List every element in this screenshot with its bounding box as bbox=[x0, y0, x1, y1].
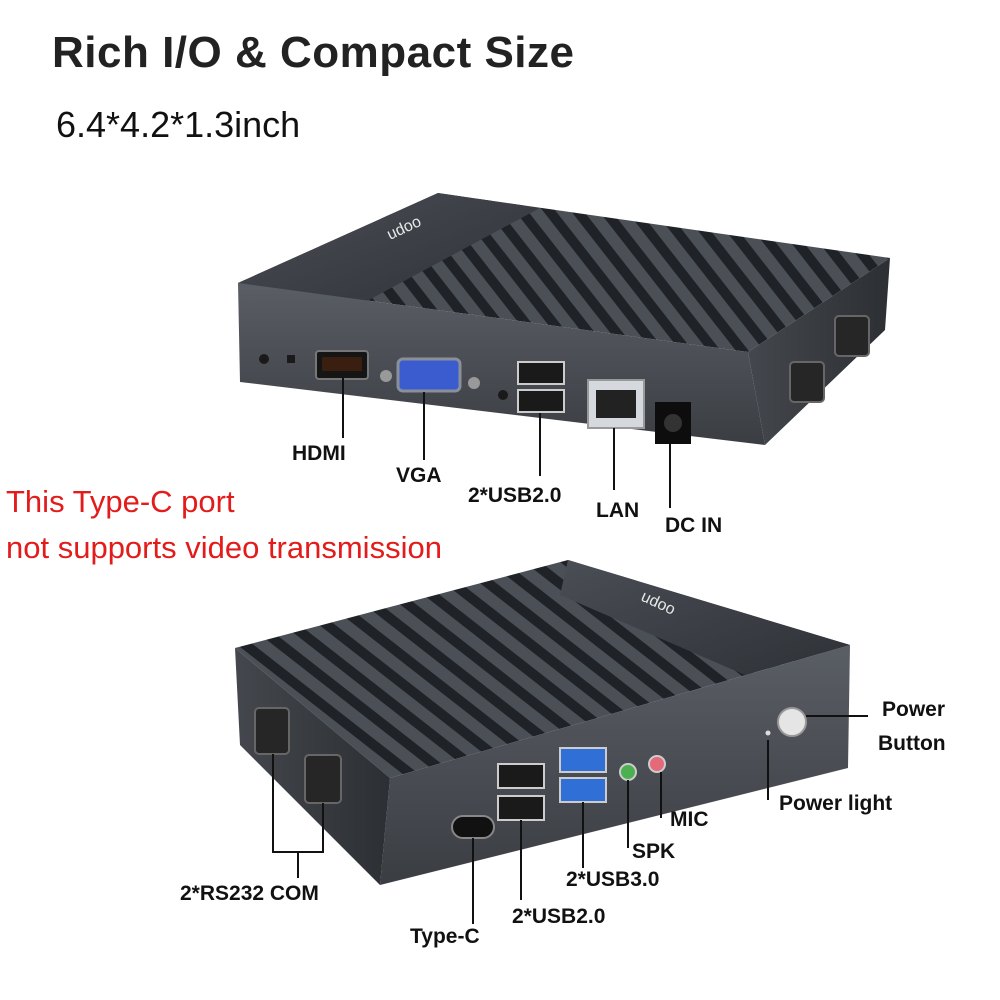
usb2-front-top-icon bbox=[497, 763, 545, 789]
label-usb3: 2*USB3.0 bbox=[566, 868, 660, 891]
dimensions-text: 6.4*4.2*1.3inch bbox=[56, 104, 301, 145]
usb3-top-icon bbox=[559, 747, 607, 773]
front-view-device: udoo bbox=[235, 560, 850, 885]
rear-leader-lines bbox=[342, 378, 671, 508]
rear-device-logo-plate bbox=[238, 193, 540, 310]
label-mic: MIC bbox=[670, 808, 709, 831]
reset-hole-icon bbox=[287, 355, 295, 363]
com-port-side-1-icon bbox=[789, 361, 825, 403]
audio-jack-icon bbox=[259, 354, 269, 364]
label-power-light: Power light bbox=[779, 792, 893, 815]
usb2-port-top-icon bbox=[517, 361, 565, 385]
label-vga: VGA bbox=[396, 464, 442, 487]
label-type-c: Type-C bbox=[410, 925, 480, 948]
front-leader-lines bbox=[272, 715, 868, 924]
label-usb2-front: 2*USB2.0 bbox=[512, 905, 606, 928]
type-c-port-icon bbox=[451, 815, 495, 839]
label-spk: SPK bbox=[632, 840, 676, 863]
type-c-note-line1: This Type-C port bbox=[6, 484, 235, 519]
usb2-front-bottom-icon bbox=[497, 795, 545, 821]
front-device-logo-plate bbox=[560, 560, 850, 675]
vga-port-icon bbox=[396, 357, 462, 393]
label-dc-in: DC IN bbox=[665, 514, 723, 537]
power-button-icon bbox=[777, 707, 807, 737]
rear-device-side-face bbox=[748, 258, 890, 445]
label-lan: LAN bbox=[596, 499, 640, 522]
front-device-front-face bbox=[380, 645, 850, 885]
usb3-bottom-icon bbox=[559, 777, 607, 803]
rear-view-device: udoo bbox=[238, 193, 890, 445]
spk-jack-icon bbox=[619, 763, 637, 781]
label-rs232: 2*RS232 COM bbox=[180, 882, 319, 905]
label-power-button-line1: Power bbox=[882, 698, 946, 721]
com-port-side-2-icon bbox=[834, 315, 870, 357]
power-light-icon bbox=[765, 730, 771, 736]
type-c-note-line2: not supports video transmission bbox=[6, 530, 442, 565]
rs232-port-1-icon bbox=[254, 707, 290, 755]
page-title: Rich I/O & Compact Size bbox=[52, 28, 575, 77]
rs232-port-2-icon bbox=[304, 754, 342, 804]
usb2-port-bottom-icon bbox=[517, 389, 565, 413]
mic-jack-icon bbox=[648, 755, 666, 773]
label-hdmi: HDMI bbox=[292, 442, 346, 465]
label-power-button-line2: Button bbox=[878, 732, 946, 755]
label-usb2-rear: 2*USB2.0 bbox=[468, 484, 562, 507]
